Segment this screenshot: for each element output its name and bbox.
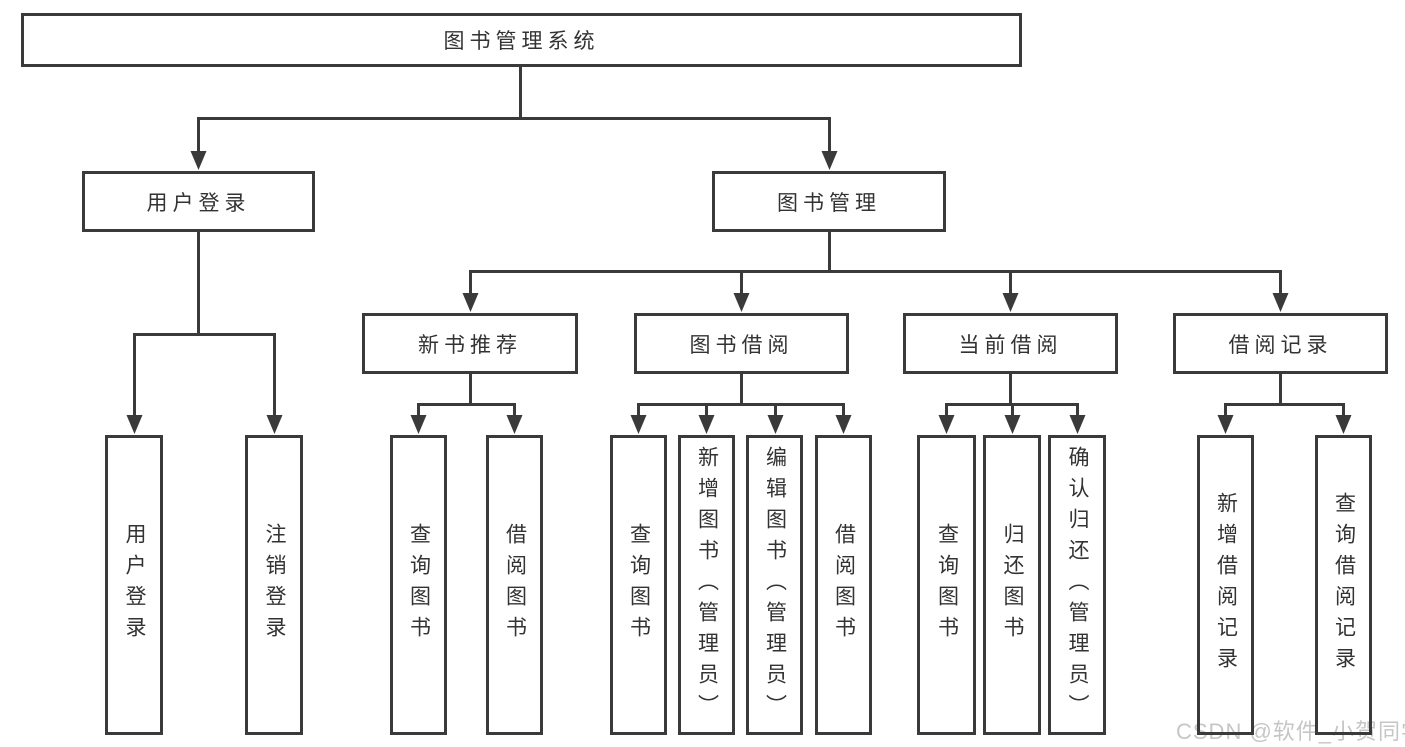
- node-new-book-recommend: 新书推荐: [362, 313, 578, 374]
- leaf-query-borrow-record: 查询借阅记录: [1315, 435, 1372, 735]
- leaf-query-books-current: 查询图书: [917, 435, 976, 735]
- arrowheads: [126, 151, 1352, 434]
- leaf-add-borrow-record: 新增借阅记录: [1197, 435, 1254, 735]
- node-book-management: 图书管理: [712, 171, 946, 232]
- leaf-edit-book-admin: 编辑图书（管理员）: [746, 435, 803, 735]
- node-borrowing-records: 借阅记录: [1173, 313, 1388, 374]
- leaf-add-book-admin: 新增图书（管理员）: [678, 435, 735, 735]
- leaf-user-login: 用户登录: [105, 435, 163, 735]
- leaf-borrow-books-borrowing: 借阅图书: [815, 435, 872, 735]
- node-current-borrowing: 当前借阅: [903, 313, 1118, 374]
- node-user-login: 用户登录: [82, 171, 315, 232]
- leaf-logout: 注销登录: [245, 435, 303, 735]
- watermark: CSDN @软件_小贺同学: [1176, 719, 1405, 744]
- leaf-confirm-return-admin: 确认归还（管理员）: [1048, 435, 1106, 735]
- leaf-query-books-borrowing: 查询图书: [610, 435, 667, 735]
- leaf-borrow-books-recommend: 借阅图书: [486, 435, 543, 735]
- leaf-query-books-recommend: 查询图书: [390, 435, 447, 735]
- leaf-return-books: 归还图书: [983, 435, 1041, 735]
- node-book-borrowing: 图书借阅: [634, 313, 849, 374]
- node-library-management-system: 图书管理系统: [21, 13, 1022, 67]
